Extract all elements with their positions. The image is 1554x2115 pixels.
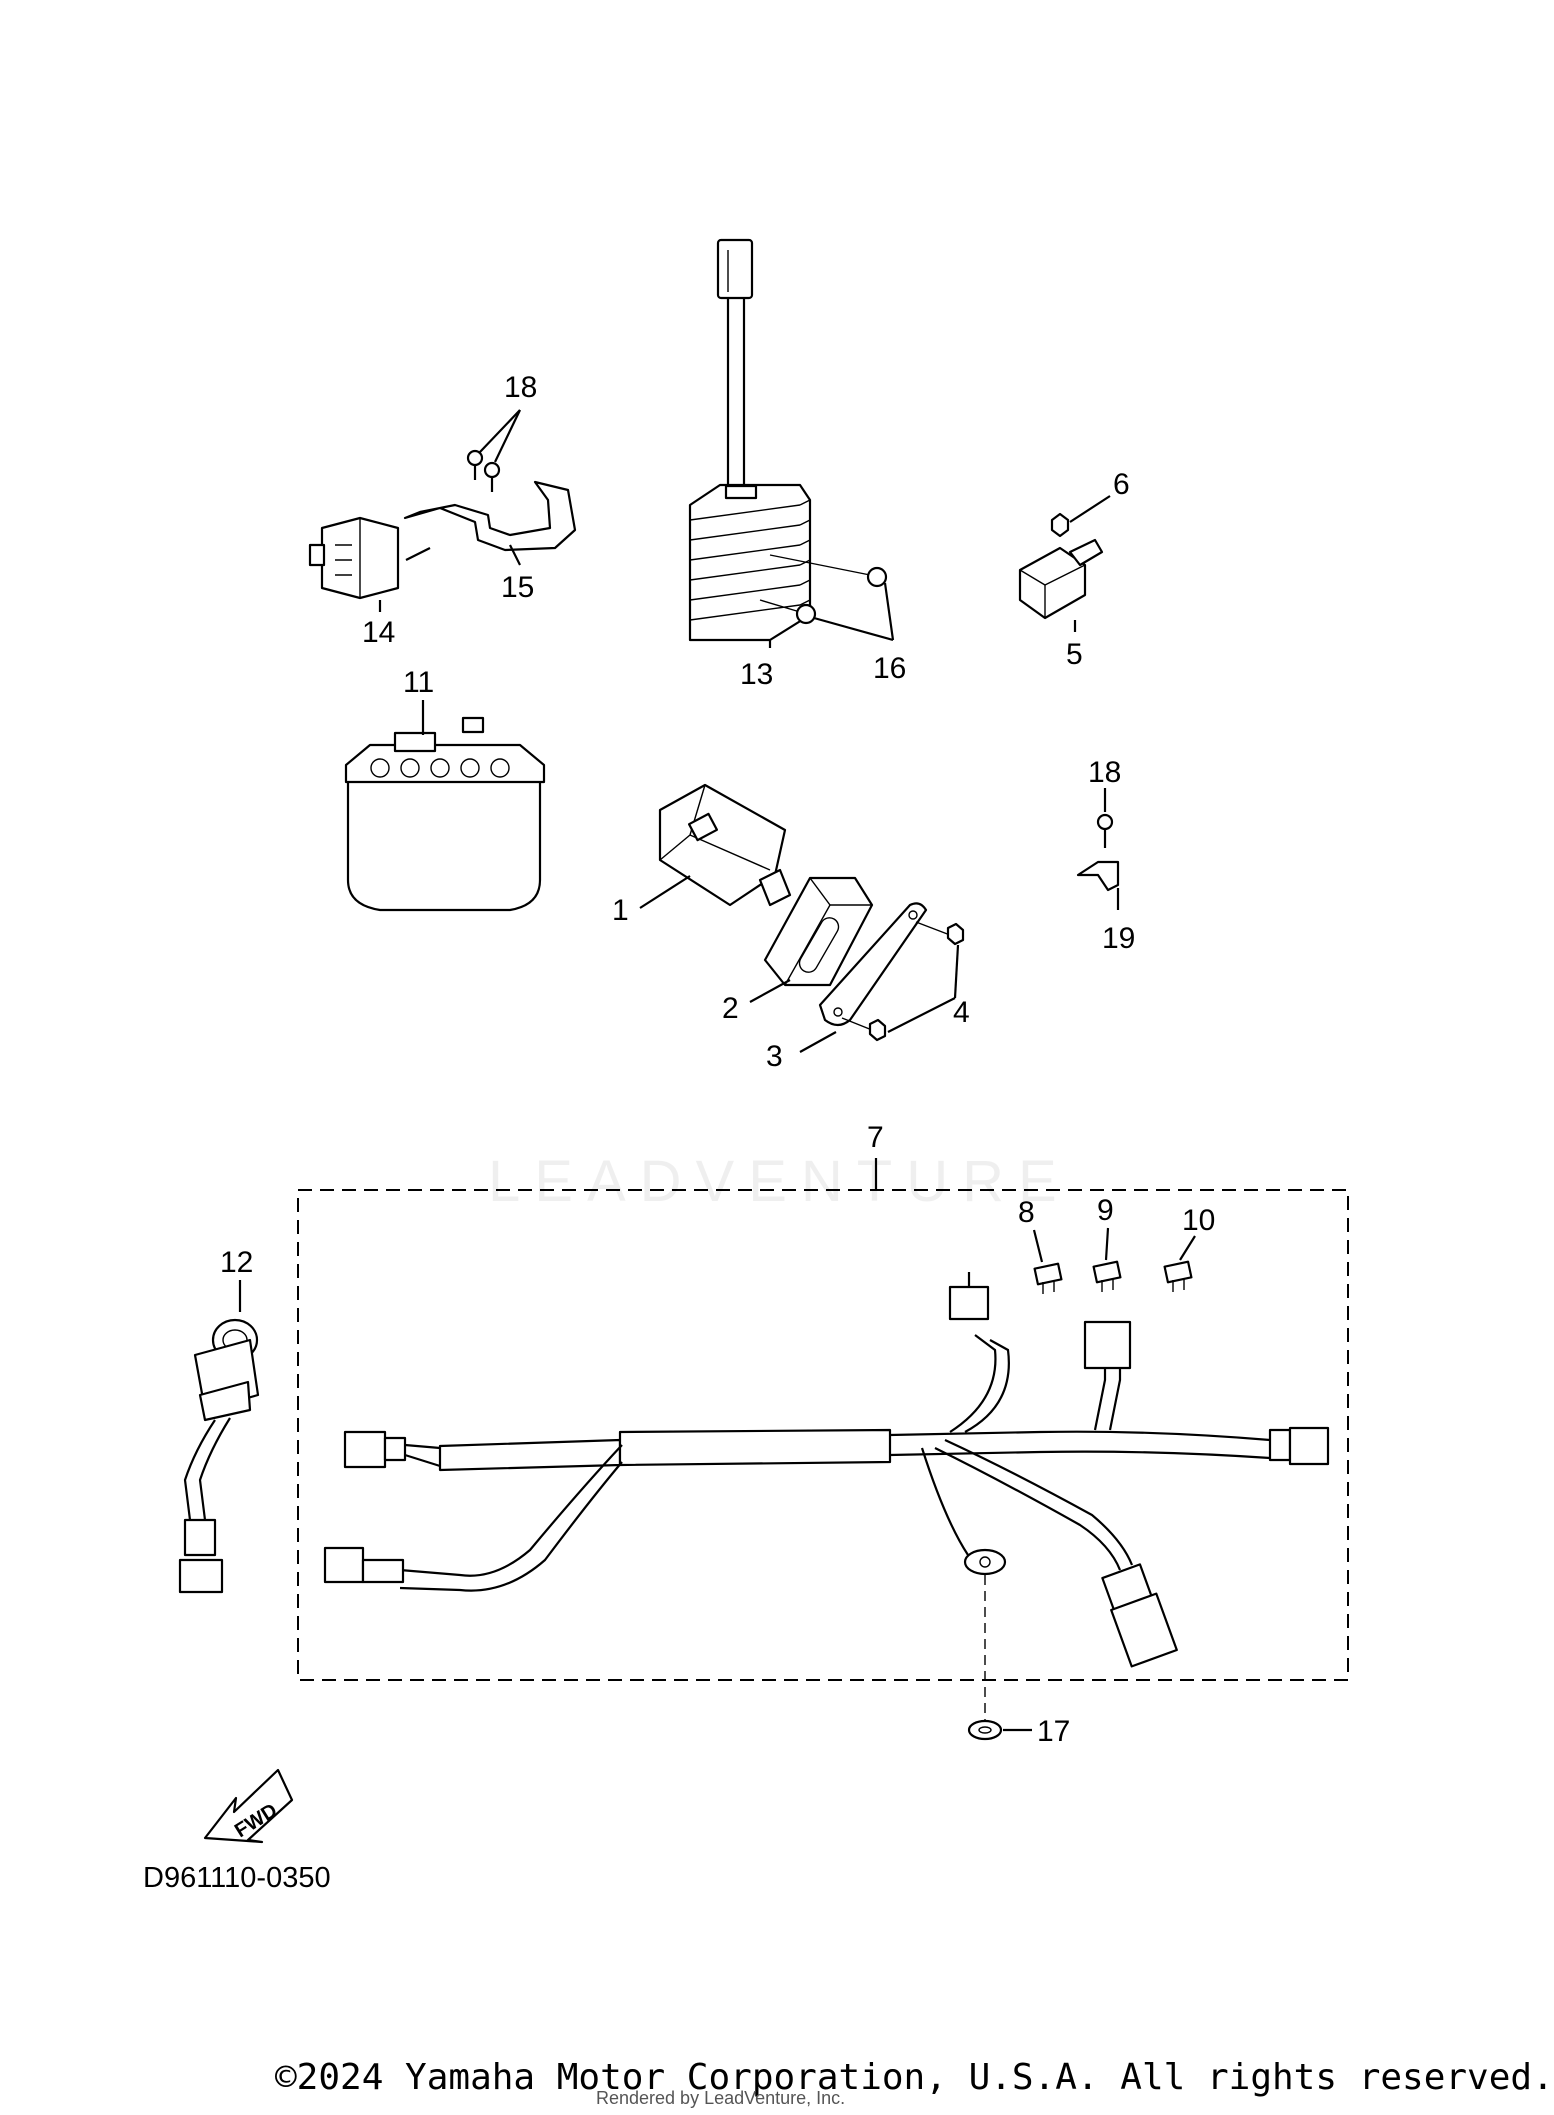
leader-line xyxy=(799,1031,837,1053)
leader-line xyxy=(883,582,895,641)
leader-line xyxy=(1032,1229,1044,1263)
battery-icon[interactable] xyxy=(344,716,546,912)
callout-13[interactable]: 13 xyxy=(740,658,773,691)
bracket-icon[interactable] xyxy=(403,480,577,552)
callout-5[interactable]: 5 xyxy=(1066,638,1083,671)
relay-icon[interactable] xyxy=(1018,538,1104,620)
main-switch-icon[interactable] xyxy=(178,1318,260,1594)
callout-10[interactable]: 10 xyxy=(1182,1204,1215,1237)
callout-8[interactable]: 8 xyxy=(1018,1196,1035,1229)
fuse-icon[interactable] xyxy=(1092,1260,1122,1292)
screw-icon[interactable] xyxy=(466,449,501,492)
callout-4[interactable]: 4 xyxy=(953,996,970,1029)
leader-line xyxy=(1069,495,1111,523)
leader-line xyxy=(887,997,956,1033)
callout-3[interactable]: 3 xyxy=(766,1040,783,1073)
callout-15[interactable]: 15 xyxy=(501,571,534,604)
watermark-text: LEADVENTURE xyxy=(488,1149,1071,1214)
rendered-by-text: Rendered by LeadVenture, Inc. xyxy=(596,2088,846,2108)
wire-harness-icon[interactable] xyxy=(323,1272,1330,1668)
rectifier-regulator-icon[interactable] xyxy=(688,238,812,642)
callout-11[interactable]: 11 xyxy=(403,666,434,699)
nut-icon[interactable] xyxy=(1050,512,1070,538)
leader-line xyxy=(405,547,431,561)
screw-icon[interactable] xyxy=(1096,813,1114,848)
leader-line xyxy=(639,875,691,909)
callout-19[interactable]: 19 xyxy=(1102,922,1135,955)
callout-16[interactable]: 16 xyxy=(873,652,906,685)
callout-14[interactable]: 14 xyxy=(362,616,395,649)
diagram-code: D961110-0350 xyxy=(143,1862,331,1894)
washer-icon[interactable] xyxy=(967,1719,1003,1741)
callout-9[interactable]: 9 xyxy=(1097,1194,1114,1227)
fuse-icon[interactable] xyxy=(1163,1260,1193,1292)
leader-line xyxy=(1179,1235,1196,1261)
leader-line xyxy=(1104,1227,1110,1261)
forward-arrow-icon: FWD xyxy=(203,1768,294,1844)
leader-line xyxy=(479,409,521,453)
callout-2[interactable]: 2 xyxy=(722,992,739,1025)
callout-17[interactable]: 17 xyxy=(1037,1715,1070,1748)
copyright-text: ©2024 Yamaha Motor Corporation, U.S.A. A… xyxy=(275,2057,1554,2098)
starter-relay-icon[interactable] xyxy=(308,516,400,600)
callout-18[interactable]: 18 xyxy=(1088,756,1121,789)
leader-line xyxy=(494,409,521,463)
leader-line xyxy=(813,616,894,642)
callout-18[interactable]: 18 xyxy=(504,371,537,404)
bracket-plate-icon[interactable] xyxy=(818,902,928,1027)
leader-line xyxy=(509,544,521,566)
clip-icon[interactable] xyxy=(1076,860,1120,892)
callout-7[interactable]: 7 xyxy=(867,1121,884,1154)
leader-line xyxy=(749,979,791,1003)
leader-line xyxy=(953,944,960,999)
cdi-rubber-holder-icon[interactable] xyxy=(763,876,874,987)
bolt-icon[interactable] xyxy=(841,921,965,1042)
callout-6[interactable]: 6 xyxy=(1113,468,1130,501)
fuse-icon[interactable] xyxy=(1033,1262,1063,1294)
callout-12[interactable]: 12 xyxy=(220,1246,253,1279)
parts-diagram: 13 16 18 15 14 6 5 xyxy=(178,238,1349,1844)
callout-1[interactable]: 1 xyxy=(612,894,629,927)
cdi-unit-icon[interactable] xyxy=(658,783,792,907)
bolt-icon[interactable] xyxy=(759,554,888,625)
